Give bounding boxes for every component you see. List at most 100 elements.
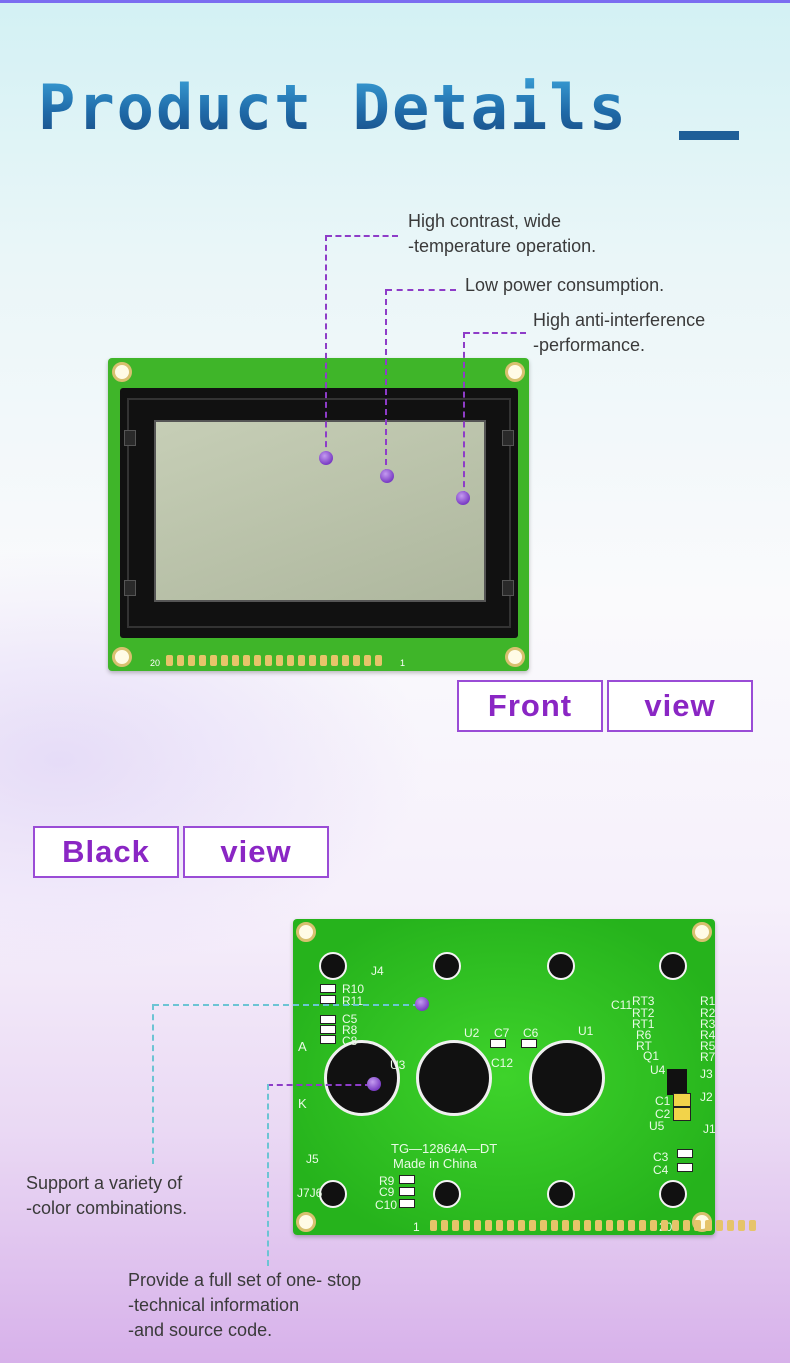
leader-line: [152, 1004, 154, 1164]
ic-u4: [667, 1069, 687, 1095]
board-origin: Made in China: [393, 1156, 477, 1171]
lcd-module-front: 20 1: [108, 358, 529, 671]
cob-chip-u3: [324, 1040, 400, 1116]
back-view-badge: Black view: [33, 826, 329, 878]
pin-label-left: 20: [150, 658, 161, 668]
smd-part: [320, 995, 336, 1004]
silk-j1: J1: [703, 1122, 716, 1136]
mount-hole: [112, 362, 132, 382]
leader-line: [325, 235, 327, 457]
back-note-colors-line1: Support a variety of: [26, 1173, 183, 1193]
smd-part: [490, 1039, 506, 1048]
smd-part: [320, 1015, 336, 1024]
badge-word-view: view: [183, 826, 329, 878]
silk-u3: U3: [390, 1058, 406, 1072]
leader-line: [267, 1084, 269, 1266]
pin-header: [430, 1220, 756, 1231]
back-note-support-line3: -and source code.: [128, 1320, 273, 1340]
front-note-contrast-line1: High contrast, wide: [408, 211, 562, 231]
silk-rt3: RT3: [632, 994, 655, 1008]
mount-hole: [692, 922, 712, 942]
silk-r10: R10: [342, 982, 365, 996]
front-note-contrast: High contrast, wide -temperature operati…: [408, 209, 596, 259]
bezel-frame: [127, 398, 511, 628]
silk-c2: C2: [655, 1107, 671, 1121]
capacitor: [673, 1093, 691, 1107]
silk-r5: R5: [700, 1039, 716, 1053]
mount-hole: [296, 922, 316, 942]
back-note-colors-line2: -color combinations.: [26, 1198, 188, 1218]
silk-c3: C3: [653, 1150, 669, 1164]
bezel-tab: [547, 1180, 575, 1208]
smd-part: [320, 984, 336, 993]
front-note-power: Low power consumption.: [465, 273, 664, 298]
mount-hole: [112, 647, 132, 667]
silk-k: K: [298, 1096, 307, 1111]
silk-r6: R6: [636, 1028, 652, 1042]
silk-c12: C12: [491, 1056, 514, 1070]
silk-r2: R2: [700, 1006, 716, 1020]
front-view-badge: Front view: [457, 680, 753, 732]
leader-line: [464, 332, 526, 334]
smd-part: [677, 1163, 693, 1172]
bezel-tab: [433, 1180, 461, 1208]
bezel-tab: [319, 1180, 347, 1208]
silk-c8: C8: [342, 1034, 358, 1048]
bezel-clip: [124, 580, 136, 596]
leader-line: [386, 289, 456, 291]
leader-line: [153, 1004, 419, 1006]
lcd-glass: [154, 420, 486, 602]
cob-chip-u1: [529, 1040, 605, 1116]
front-note-contrast-line2: -temperature operation.: [408, 236, 597, 256]
badge-word-black: Black: [33, 826, 179, 878]
silk-u4: U4: [650, 1063, 666, 1077]
bezel-tab: [319, 952, 347, 980]
top-border: [0, 0, 790, 3]
silk-j2: J2: [700, 1090, 713, 1104]
silk-c4: C4: [653, 1163, 669, 1177]
silk-r11: R11: [342, 994, 364, 1008]
back-note-support-line1: Provide a full set of one- stop: [128, 1270, 362, 1290]
bezel-tab: [659, 952, 687, 980]
silk-r3: R3: [700, 1017, 716, 1031]
silk-r4: R4: [700, 1028, 716, 1042]
bezel-tab: [659, 1180, 687, 1208]
badge-word-view: view: [607, 680, 753, 732]
silk-q1: Q1: [643, 1049, 660, 1063]
smd-part: [677, 1149, 693, 1158]
pin-label-right: 1: [400, 658, 406, 668]
silk-c9: C9: [379, 1185, 395, 1199]
mount-hole: [505, 362, 525, 382]
callout-dot: [380, 469, 394, 483]
smd-part: [399, 1187, 415, 1196]
cob-chip-u2: [416, 1040, 492, 1116]
silk-c1: C1: [655, 1094, 671, 1108]
silk-j4: J4: [371, 964, 384, 978]
mount-hole: [296, 1212, 316, 1232]
bezel-tab: [433, 952, 461, 980]
silk-rt1: RT1: [632, 1017, 655, 1031]
silk-r7: R7: [700, 1050, 716, 1064]
silk-rt2: RT2: [632, 1006, 655, 1020]
smd-part: [320, 1025, 336, 1034]
back-note-support-line2: -technical information: [128, 1295, 300, 1315]
front-note-interference-line2: -performance.: [533, 335, 646, 355]
leader-line: [326, 235, 398, 237]
silk-c6: C6: [523, 1026, 539, 1040]
back-note-support: Provide a full set of one- stop -technic…: [128, 1268, 361, 1343]
bezel-tab: [547, 952, 575, 980]
silk-u5: U5: [649, 1119, 665, 1133]
leader-line: [463, 332, 465, 497]
silk-a: A: [298, 1039, 307, 1054]
silk-j7j6: J7J6: [297, 1186, 323, 1200]
front-note-power-line1: Low power consumption.: [465, 275, 665, 295]
bezel-clip: [502, 580, 514, 596]
pin-header: [166, 655, 382, 666]
back-note-colors: Support a variety of -color combinations…: [26, 1171, 187, 1221]
callout-dot: [319, 451, 333, 465]
badge-word-front: Front: [457, 680, 603, 732]
silk-c11: C11: [611, 998, 633, 1012]
smd-part: [399, 1175, 415, 1184]
silk-u1: U1: [578, 1024, 594, 1038]
smd-part: [399, 1199, 415, 1208]
